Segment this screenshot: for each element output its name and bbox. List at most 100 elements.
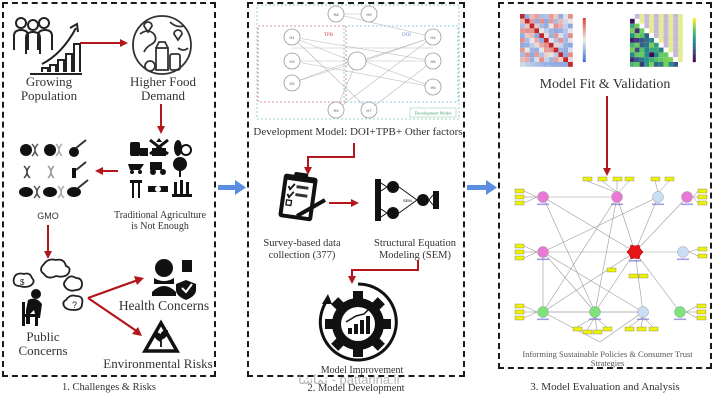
heatmap-cell xyxy=(534,47,540,53)
heatmap-cell xyxy=(639,23,645,29)
heatmap-cell xyxy=(534,33,540,38)
heatmap-cell xyxy=(634,33,640,38)
heatmap-cell xyxy=(630,33,635,38)
heatmap-cell xyxy=(520,33,525,38)
model-node-h2: H2 xyxy=(289,81,295,86)
arrow-public-to-risks-icon xyxy=(87,276,144,336)
arrow-model-to-survey-icon xyxy=(304,143,355,175)
heatmap-cell xyxy=(673,18,678,24)
heatmap-cell xyxy=(539,33,544,38)
heatmap-cell xyxy=(668,38,674,43)
label-line: is Not Enough xyxy=(131,221,189,232)
heatmap-cell xyxy=(639,14,645,19)
indicator-box xyxy=(696,303,707,309)
gmo-dna-grid-icon xyxy=(19,139,89,199)
heatmap-cell xyxy=(658,18,664,24)
heatmap-cell xyxy=(548,62,554,67)
heatmap-cell xyxy=(668,47,674,53)
sem-network-icon: SEM xyxy=(375,179,439,221)
heatmap-cell xyxy=(520,47,525,53)
heatmap-cell xyxy=(663,47,669,53)
node-sem: Structural Equation Modeling (SEM) xyxy=(370,238,460,261)
node-public-concerns: Public Concerns xyxy=(8,329,78,359)
indicator-box xyxy=(697,246,708,252)
heatmap-cell xyxy=(654,18,659,24)
heatmap-cell xyxy=(529,42,535,48)
heatmap-cell xyxy=(534,52,540,58)
arrow-gmo-to-public-icon xyxy=(44,225,52,259)
heatmap-cell xyxy=(544,33,549,38)
heatmap-cell xyxy=(639,52,645,58)
node-development-model: Development Model: DOI+TPB+ Other factor… xyxy=(253,126,463,138)
network-edge xyxy=(634,251,644,313)
heatmap-cell xyxy=(544,57,549,62)
heatmap-cell xyxy=(630,14,635,19)
heatmap-cell xyxy=(524,47,530,53)
heatmap-cell xyxy=(544,28,549,34)
heatmap-cell xyxy=(639,28,645,34)
heatmap-cell xyxy=(563,33,568,38)
indicator-box xyxy=(606,267,617,273)
label-line: Survey-based data xyxy=(263,238,341,249)
heatmap-cell xyxy=(673,57,678,62)
arrow-population-to-demand-icon xyxy=(80,39,128,47)
heatmap-cell xyxy=(553,42,559,48)
heatmap-cell xyxy=(678,18,683,24)
indicator-box xyxy=(696,309,707,315)
heatmap-cell xyxy=(678,23,683,29)
heatmap-cell xyxy=(668,23,674,29)
heatmap-cell xyxy=(529,38,535,43)
heatmap-cell xyxy=(654,23,659,29)
doi-label: DOI xyxy=(402,33,411,38)
heatmap-cell xyxy=(639,62,645,67)
arrow-fit-to-network-icon xyxy=(603,96,611,176)
label-line: Structural Equation xyxy=(374,238,456,249)
heatmap-cell xyxy=(663,33,669,38)
heatmap-cell xyxy=(649,23,654,29)
heatmap-cell xyxy=(630,47,635,53)
heatmap-cell xyxy=(654,33,659,38)
indicator-box xyxy=(636,326,647,332)
heatmap-cell xyxy=(520,28,525,34)
model-node-h6: H6 xyxy=(430,85,436,90)
heatmap-cell xyxy=(678,42,683,48)
heatmap-cell xyxy=(524,52,530,58)
heatmap-cell xyxy=(520,57,525,62)
heatmap-cell xyxy=(563,18,568,24)
heatmap-cell xyxy=(644,18,650,24)
heatmap-cell xyxy=(673,47,678,53)
network-node xyxy=(589,306,601,318)
heatmap-cell xyxy=(639,18,645,24)
development-model-tag: Development Model xyxy=(414,111,452,116)
heatmap-cell xyxy=(663,23,669,29)
indicator-box xyxy=(602,326,613,332)
network-edge xyxy=(542,251,596,313)
heatmap-cell xyxy=(668,52,674,58)
heatmap-cell xyxy=(663,18,669,24)
heatmap-cell xyxy=(548,14,554,19)
heatmap-cell xyxy=(534,42,540,48)
indicator-box xyxy=(514,243,525,249)
heatmap-cell xyxy=(649,57,654,62)
indicator-box xyxy=(696,315,707,321)
heatmap-cell xyxy=(673,52,678,58)
heatmap-cell xyxy=(644,42,650,48)
heatmap-cell xyxy=(563,28,568,34)
node-growing-population: Growing Population xyxy=(14,74,84,104)
model-node-h5: H5 xyxy=(430,59,436,64)
heatmap-cell xyxy=(558,23,564,29)
network-edge xyxy=(542,196,618,313)
heatmap-cell xyxy=(568,57,573,62)
heatmap-cell xyxy=(563,14,568,19)
heatmap-cell xyxy=(668,18,674,24)
model-node-h7: H7 xyxy=(366,108,372,113)
model-node-h8: H8 xyxy=(333,12,339,17)
heatmap-cell xyxy=(524,62,530,67)
heatmap-cell xyxy=(634,14,640,19)
heatmap-cell xyxy=(658,52,664,58)
heatmap-cell xyxy=(563,52,568,58)
network-node xyxy=(637,306,649,318)
heatmap-cell xyxy=(658,33,664,38)
network-node xyxy=(677,246,689,258)
heatmap-cell xyxy=(568,14,573,19)
